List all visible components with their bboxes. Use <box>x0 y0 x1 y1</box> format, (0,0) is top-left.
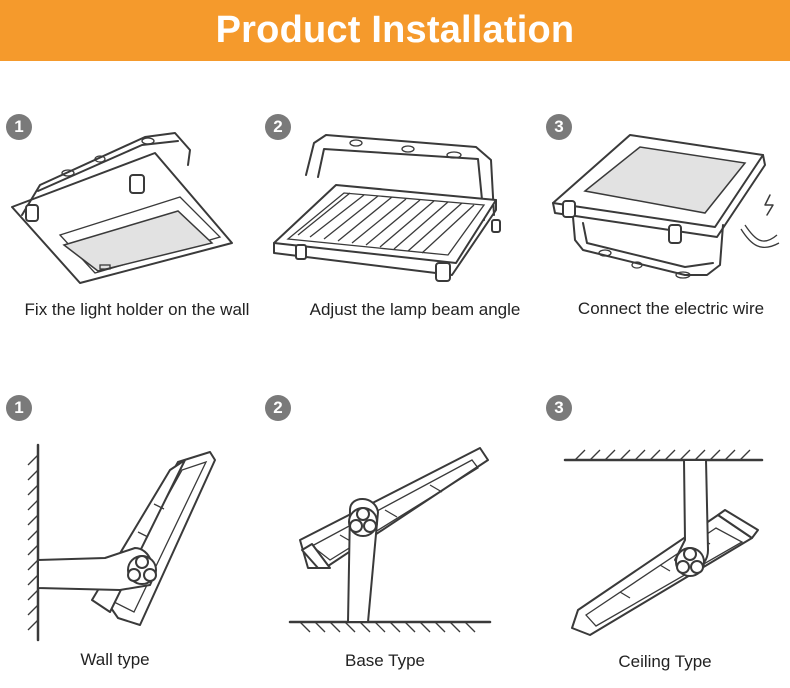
top-caption-1: Fix the light holder on the wall <box>24 300 250 319</box>
ceiling-mount-illustration <box>563 449 764 636</box>
wall-mount-illustration <box>27 443 216 642</box>
title-banner: Product Installation <box>0 0 790 61</box>
step-badge-base: 2 <box>265 395 291 421</box>
step-badge-3: 3 <box>546 114 572 140</box>
step-badge-2: 2 <box>265 114 291 140</box>
step-badge-1: 1 <box>6 114 32 140</box>
floodlight-fins-illustration <box>273 134 501 282</box>
floodlight-holder-illustration <box>11 132 233 284</box>
bottom-caption-ceiling: Ceiling Type <box>618 652 712 671</box>
floodlight-wire-illustration <box>552 134 780 279</box>
bottom-caption-wall: Wall type <box>80 650 150 669</box>
base-mount-illustration <box>288 447 492 633</box>
page-title: Product Installation <box>215 9 575 51</box>
top-caption-2: Adjust the lamp beam angle <box>309 300 521 319</box>
bottom-caption-base: Base Type <box>344 651 426 670</box>
step-badge-ceiling: 3 <box>546 395 572 421</box>
top-caption-3: Connect the electric wire <box>577 299 765 318</box>
step-badge-wall: 1 <box>6 395 32 421</box>
